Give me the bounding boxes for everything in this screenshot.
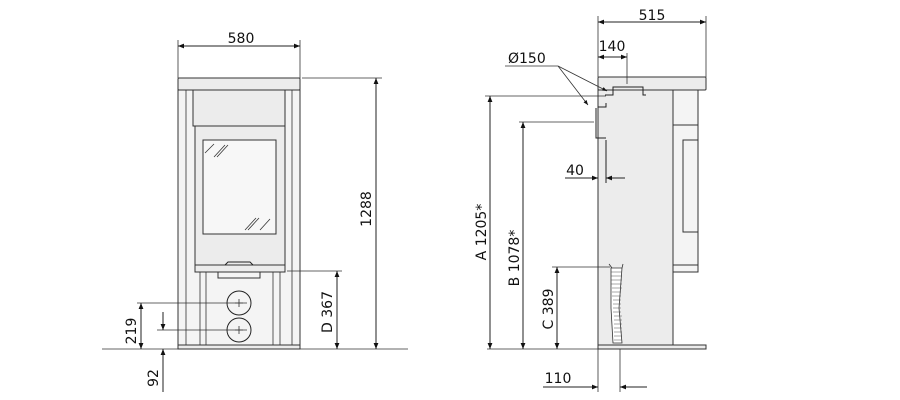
door-glass	[202, 139, 277, 235]
c-dimension: C 389	[541, 289, 557, 330]
front-view: 580 1288 D 367 219 92	[102, 31, 408, 392]
side-top-plate	[597, 76, 707, 91]
rear-dimension: 40	[566, 163, 584, 179]
side-base-plate	[597, 344, 707, 350]
flue-offset-dimension: 140	[599, 39, 626, 55]
outlet-219-dimension: 219	[124, 318, 140, 345]
ash-drawer	[217, 271, 261, 279]
rear-flue-outlet	[595, 103, 607, 139]
outlet-92-dimension: 92	[146, 369, 162, 387]
width-dimension: 580	[228, 31, 255, 47]
ash-shelf	[194, 264, 286, 273]
side-body	[597, 89, 674, 346]
top-plate	[177, 77, 301, 91]
depth-dimension: 515	[639, 8, 666, 24]
top-panel	[192, 89, 286, 127]
d-dimension: D 367	[320, 291, 336, 333]
side-top-panel	[672, 89, 699, 126]
convection-grille	[610, 267, 623, 344]
base-plate	[177, 344, 301, 350]
door-handle	[224, 261, 254, 266]
top-flue-outlet	[605, 86, 646, 96]
b-dimension: B 1078*	[507, 230, 523, 287]
flue-diameter-label: Ø150	[508, 51, 546, 67]
height-dimension: 1288	[359, 191, 375, 227]
glass-reflection	[204, 143, 271, 231]
a-dimension: A 1205*	[474, 204, 490, 261]
base-dimension: 110	[545, 371, 572, 387]
side-view: 515 140 Ø150 A 1205* B 1078* C 389 40 11…	[474, 8, 707, 392]
